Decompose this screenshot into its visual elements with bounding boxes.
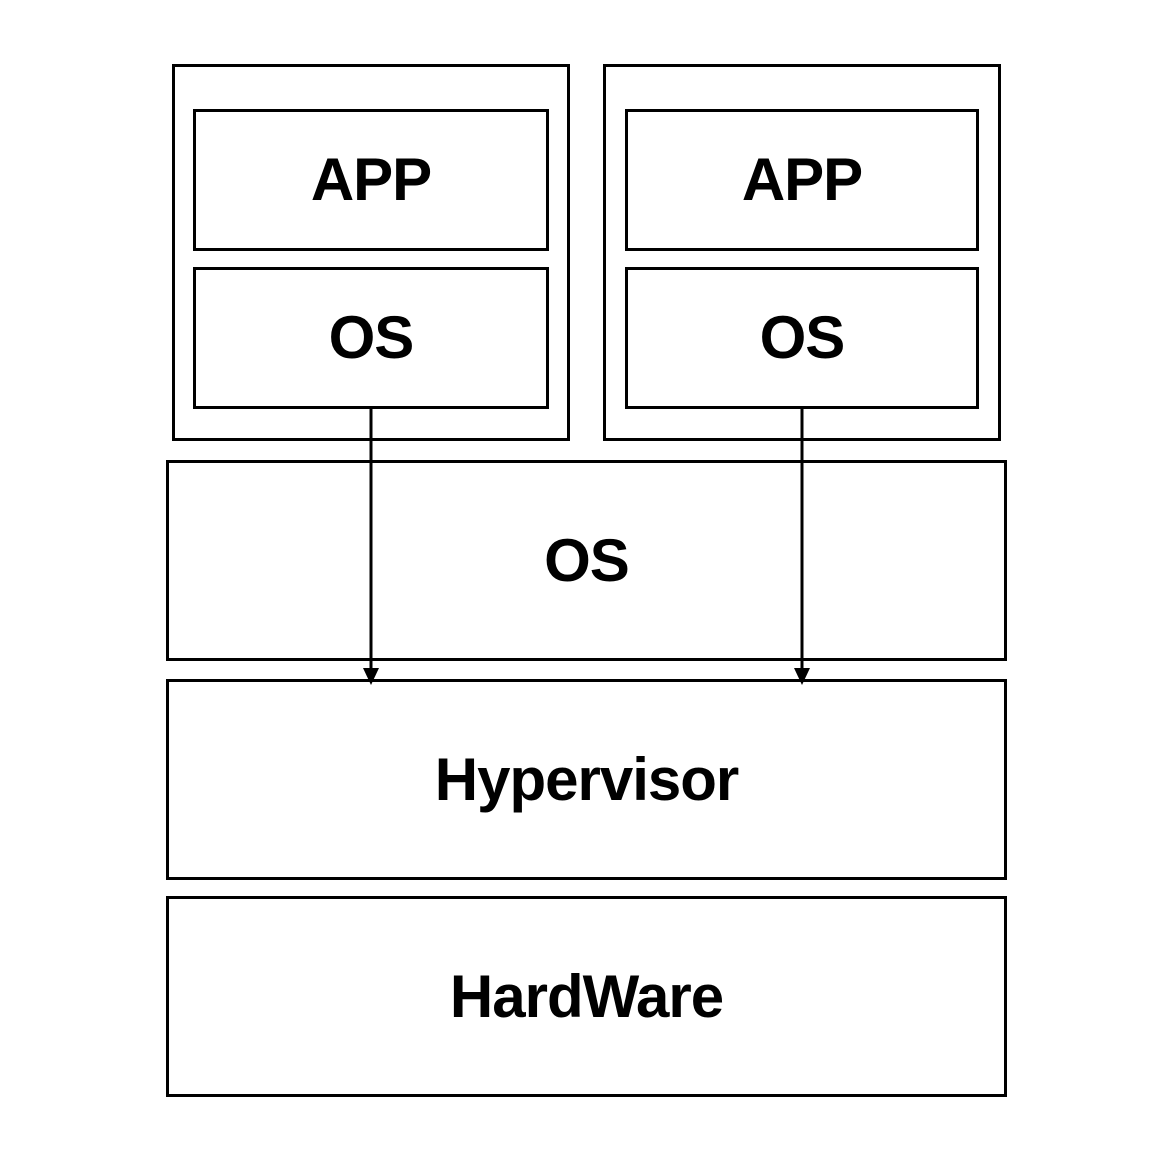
vm-left-app-box: APP — [193, 109, 549, 251]
host-os-label: OS — [544, 526, 630, 594]
vm-right-guest-os-box: OS — [625, 267, 979, 409]
hypervisor-label: Hypervisor — [434, 745, 739, 813]
vm-right-os-label: OS — [759, 304, 846, 371]
hypervisor-layer: Hypervisor — [166, 679, 1007, 880]
host-os-layer: OS — [166, 460, 1007, 661]
hardware-layer: HardWare — [166, 896, 1007, 1097]
hardware-label: HardWare — [449, 962, 724, 1030]
vm-right-app-label: APP — [741, 146, 863, 213]
vm-left-app-label: APP — [310, 146, 432, 213]
vm-right-app-box: APP — [625, 109, 979, 251]
vm-left-guest-os-box: OS — [193, 267, 549, 409]
vm-left-os-label: OS — [328, 304, 415, 371]
